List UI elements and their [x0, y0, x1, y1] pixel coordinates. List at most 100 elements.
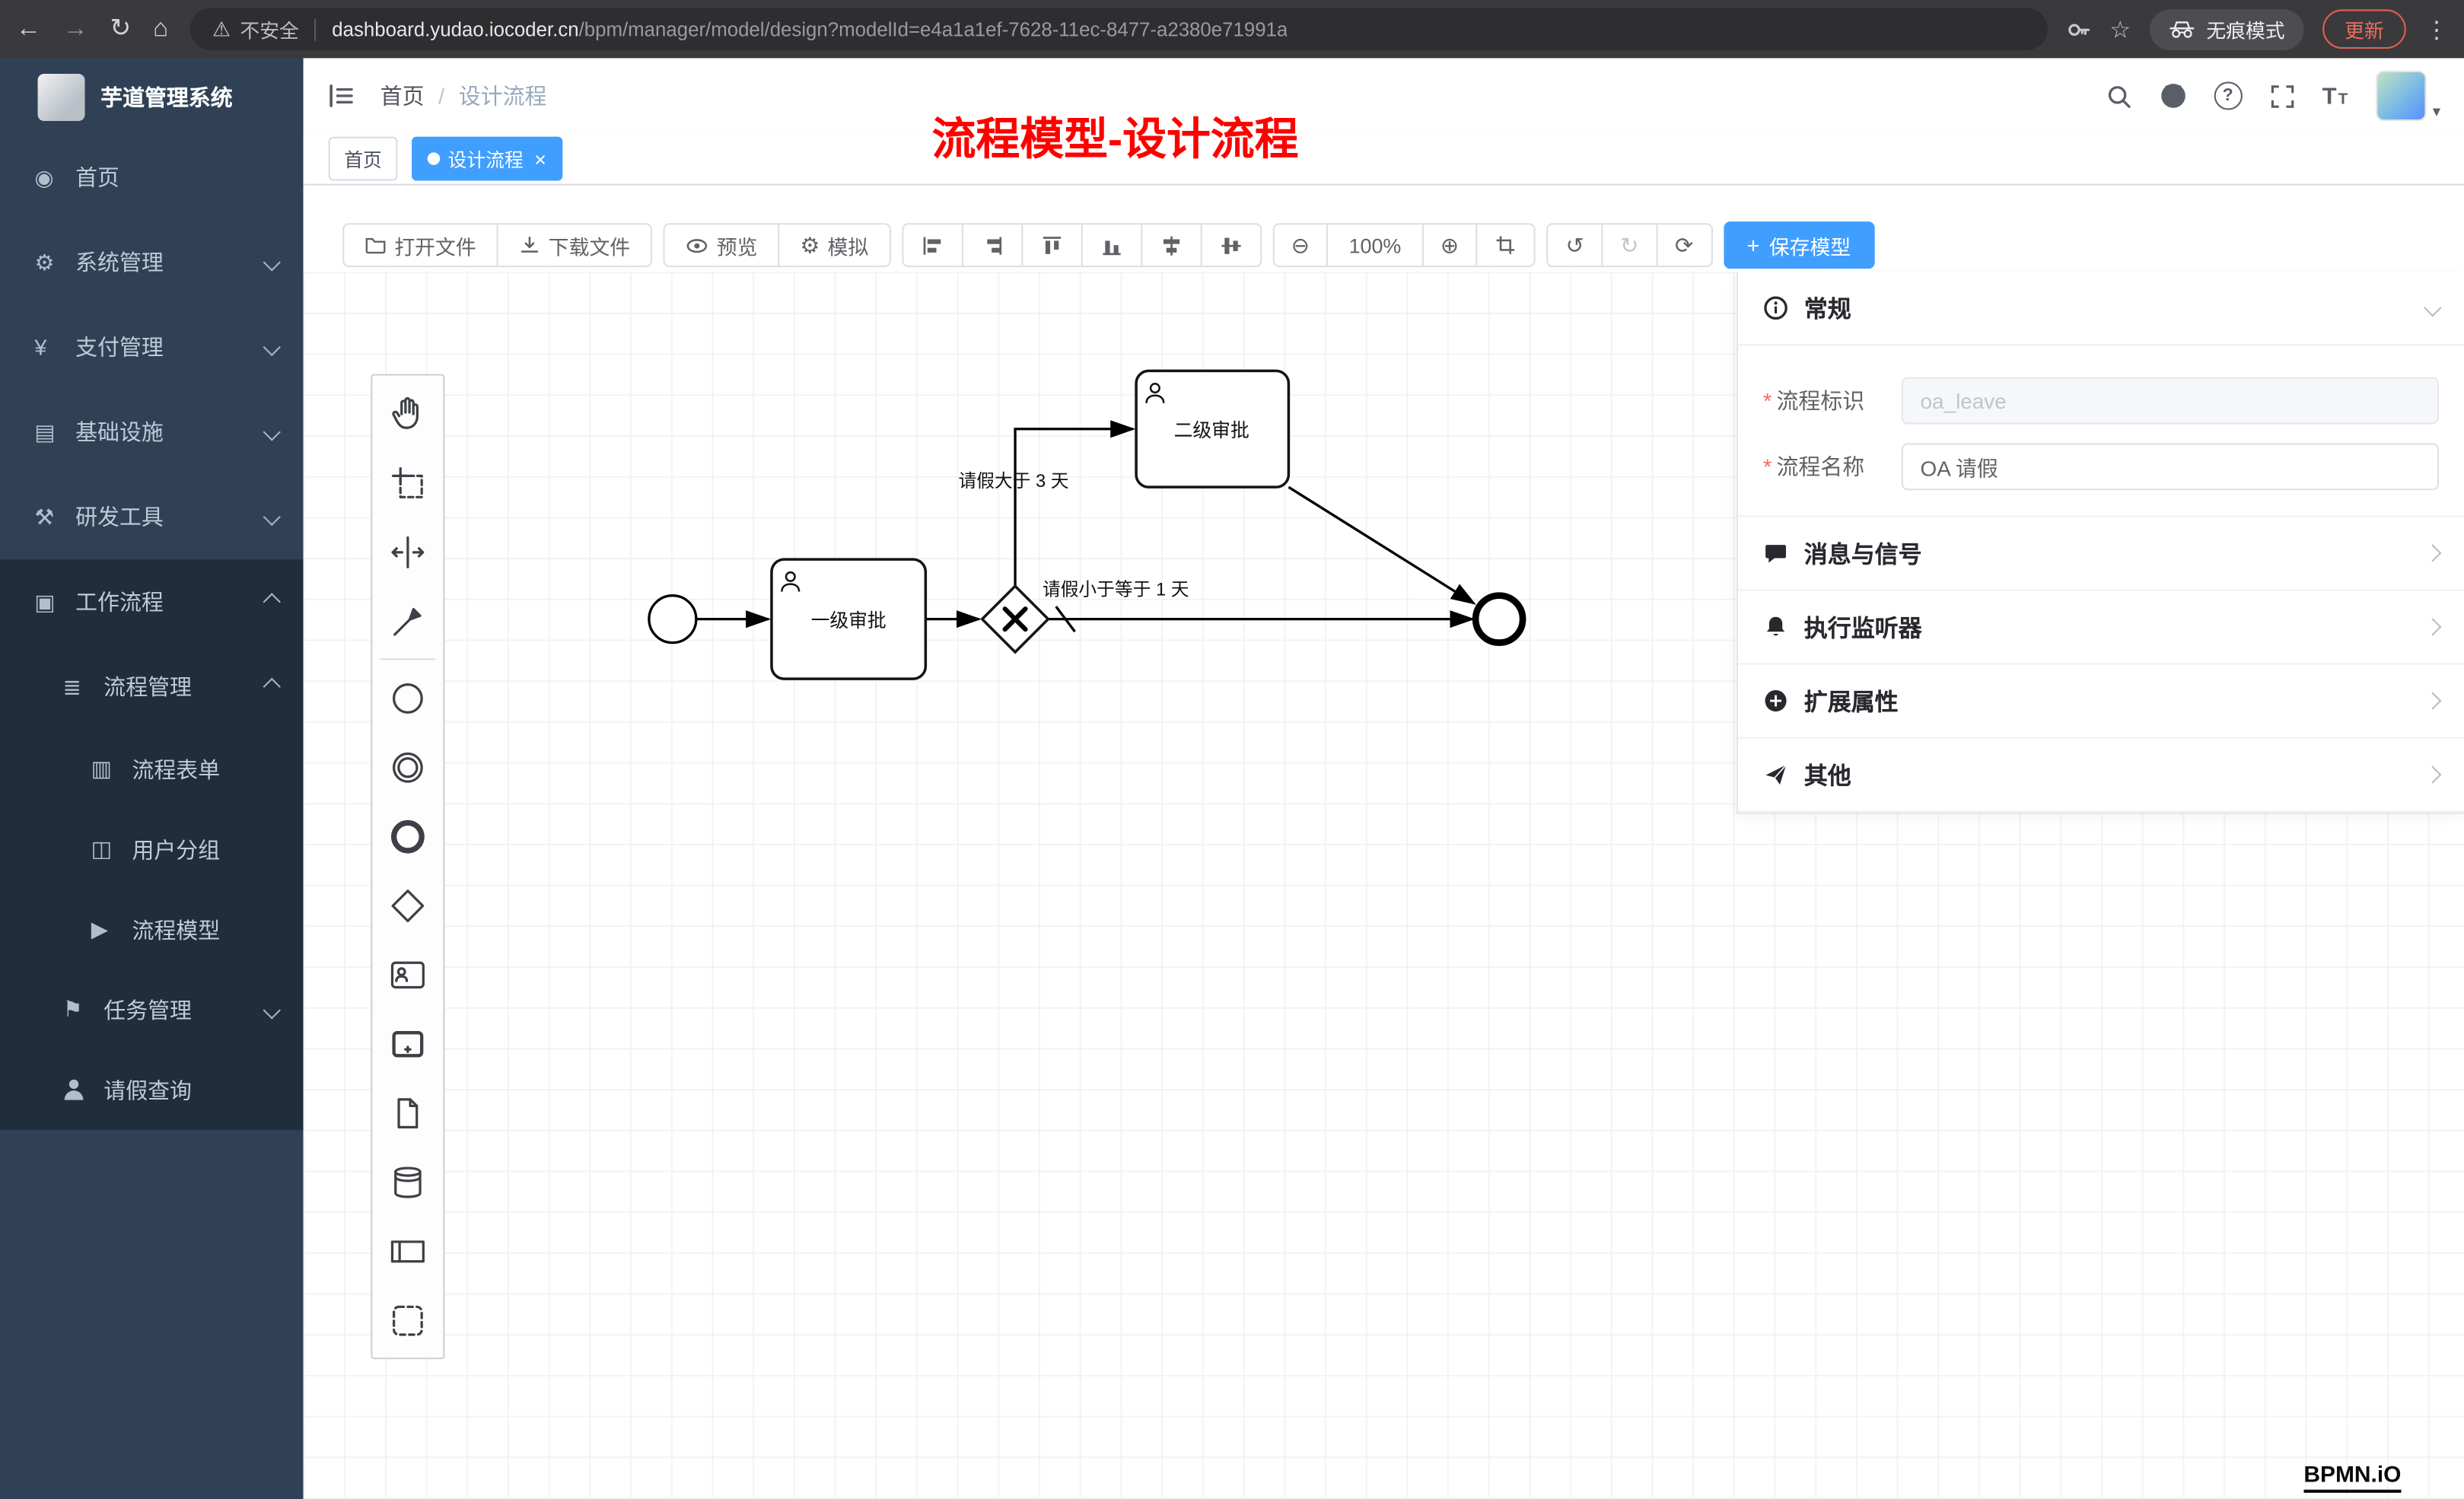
zoom-out-button[interactable]: ⊖ — [1272, 223, 1329, 268]
font-size-icon[interactable]: TT — [2322, 82, 2350, 110]
redo-button[interactable]: ↻ — [1601, 223, 1658, 268]
align-bottom-button[interactable] — [1081, 223, 1142, 268]
process-name-input[interactable] — [1901, 443, 2440, 491]
download-file-button[interactable]: 下载文件 — [496, 223, 653, 268]
gear-icon: ⚙ — [800, 232, 820, 258]
global-connect-tool-icon[interactable] — [372, 586, 443, 655]
section-general[interactable]: 常规 — [1738, 272, 2464, 346]
browser-home-icon[interactable]: ⌂ — [153, 14, 169, 42]
app-logo[interactable]: 芋道管理系统 — [0, 58, 304, 135]
zoom-reset-button[interactable] — [1476, 223, 1536, 268]
sidebar-item-process-form[interactable]: ▥ 流程表单 — [91, 756, 221, 782]
zoom-level[interactable]: 100% — [1326, 223, 1424, 268]
participant-icon[interactable] — [372, 1216, 443, 1285]
plus-circle-icon — [1765, 689, 1787, 712]
end-event[interactable] — [1472, 592, 1526, 646]
sidebar-item-process-model[interactable]: ▶ 流程模型 — [91, 915, 221, 943]
flow-task2-to-end[interactable] — [1288, 485, 1476, 605]
breadcrumb-home[interactable]: 首页 — [380, 83, 425, 109]
process-manage-icon: ≣ — [62, 673, 81, 699]
align-top-button[interactable] — [1020, 223, 1083, 268]
sidebar-item-process-manage[interactable]: ≣ 流程管理 — [0, 644, 304, 730]
sidebar-item-system[interactable]: ⚙ 系统管理 — [0, 220, 304, 305]
sidebar-item-infrastructure[interactable]: ▤ 基础设施 — [0, 390, 304, 475]
github-icon[interactable] — [2159, 81, 2187, 110]
section-extended-attributes[interactable]: 扩展属性 — [1738, 665, 2464, 739]
reload-icon[interactable]: ↻ — [110, 14, 132, 42]
bpmn-io-watermark[interactable]: BPMN.iO — [2303, 1463, 2402, 1493]
sidebar-item-workflow[interactable]: ▣ 工作流程 — [0, 559, 304, 644]
lasso-tool-icon[interactable] — [372, 448, 443, 517]
sidebar-item-leave-query[interactable]: 请假查询 — [0, 1049, 304, 1129]
user-task-icon[interactable] — [372, 940, 443, 1009]
section-execution-listener[interactable]: 执行监听器 — [1738, 590, 2464, 665]
back-icon[interactable]: ← — [15, 14, 41, 42]
process-key-label: 流程标识 — [1776, 388, 1865, 414]
browser-menu-icon[interactable]: ⋮ — [2424, 16, 2449, 43]
sidebar-item-user-group[interactable]: ◫ 用户分组 — [91, 835, 221, 862]
save-model-button[interactable]: + 保存模型 — [1723, 221, 1875, 269]
sidebar-item-task-manage[interactable]: ⚑ 任务管理 — [0, 969, 304, 1049]
form-icon: ▥ — [91, 756, 113, 781]
close-icon[interactable]: × — [534, 147, 546, 171]
view-button-group: 预览 ⚙ 模拟 — [663, 223, 891, 268]
key-icon[interactable] — [2066, 17, 2091, 42]
open-file-button[interactable]: 打开文件 — [342, 223, 498, 268]
infrastructure-icon: ▤ — [34, 419, 56, 444]
intermediate-event-icon[interactable] — [372, 732, 443, 801]
browser-nav: ← → ↻ ⌂ — [15, 14, 169, 42]
end-event-icon[interactable] — [372, 801, 443, 870]
warning-icon: ⚠ — [212, 16, 231, 40]
default-flow-marker — [1055, 606, 1076, 633]
zoom-in-button[interactable]: ⊕ — [1421, 223, 1478, 268]
svg-text:二级审批: 二级审批 — [1174, 420, 1250, 441]
section-other[interactable]: 其他 — [1738, 739, 2464, 813]
align-center-horizontal-button[interactable] — [1140, 223, 1202, 268]
address-bar[interactable]: ⚠ 不安全 dashboard.yudao.iocoder.cn/bpm/man… — [190, 8, 2047, 51]
group-icon[interactable] — [372, 1285, 443, 1354]
bpmn-diagram[interactable]: 一级审批 二级审批 — [304, 186, 1639, 845]
sidebar-item-home[interactable]: ◉ 首页 — [34, 164, 119, 190]
sidebar-toggle-icon[interactable] — [327, 81, 355, 110]
fullscreen-icon[interactable] — [2268, 82, 2295, 109]
data-store-icon[interactable] — [372, 1147, 443, 1217]
align-left-button[interactable] — [901, 223, 963, 268]
space-tool-icon[interactable] — [372, 517, 443, 586]
section-message-signal[interactable]: 消息与信号 — [1738, 517, 2464, 591]
sidebar-item-payment[interactable]: ¥ 支付管理 — [0, 305, 304, 390]
bell-icon — [1766, 616, 1785, 636]
message-icon — [1765, 545, 1786, 563]
browser-actions: ☆ 无痕模式 更新 ⋮ — [2066, 8, 2449, 50]
process-key-input[interactable] — [1901, 377, 2440, 425]
data-object-icon[interactable] — [372, 1078, 443, 1147]
align-center-vertical-button[interactable] — [1199, 223, 1262, 268]
preview-button[interactable]: 预览 — [663, 223, 780, 268]
forward-icon[interactable]: → — [62, 14, 88, 42]
tag-design-process[interactable]: 设计流程 × — [412, 136, 562, 181]
align-bottom-icon — [1102, 240, 1120, 255]
start-event-icon[interactable] — [372, 663, 443, 732]
user-menu[interactable]: ▾ — [2376, 70, 2440, 122]
undo-icon: ↺ — [1565, 232, 1584, 258]
call-activity-icon[interactable] — [372, 1009, 443, 1078]
start-event[interactable] — [648, 594, 698, 644]
update-button[interactable]: 更新 — [2322, 9, 2406, 49]
bookmark-star-icon[interactable]: ☆ — [2109, 16, 2131, 43]
help-icon[interactable]: ? — [2214, 81, 2243, 110]
sidebar-item-devtools[interactable]: ⚒ 研发工具 — [0, 475, 304, 560]
user-task-level2[interactable]: 二级审批 — [1135, 369, 1291, 489]
search-icon[interactable] — [2106, 82, 2132, 109]
tag-home[interactable]: 首页 — [328, 136, 398, 181]
flow-gateway-to-task2[interactable] — [1014, 420, 1136, 587]
exclusive-gateway[interactable] — [980, 584, 1050, 654]
hand-tool-icon[interactable] — [372, 379, 443, 448]
user-task-level1[interactable]: 一级审批 — [770, 558, 928, 680]
simulate-button[interactable]: ⚙ 模拟 — [778, 223, 891, 268]
user-task-icon — [1145, 383, 1165, 403]
align-right-button[interactable] — [961, 223, 1023, 268]
gateway-icon[interactable] — [372, 870, 443, 940]
align-button-group — [901, 223, 1262, 268]
undo-button[interactable]: ↺ — [1546, 223, 1603, 268]
restart-button[interactable]: ⟳ — [1656, 223, 1713, 268]
url-domain: dashboard.yudao.iocoder.cn — [332, 18, 579, 40]
